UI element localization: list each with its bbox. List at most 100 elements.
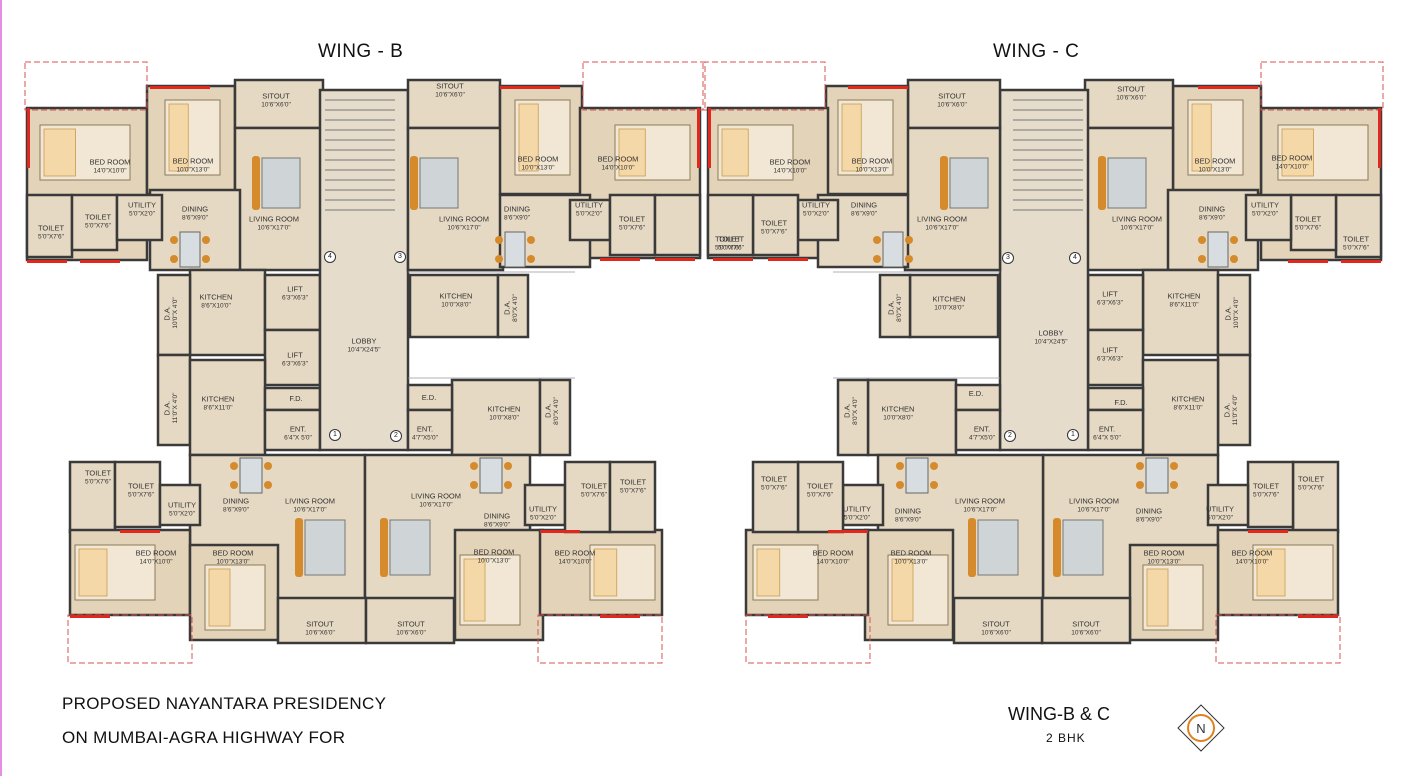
room-dimension: 5'0"X2'0" xyxy=(803,210,829,217)
room-dimension: 14'0"X10'0" xyxy=(601,164,635,171)
room-name: TOILET xyxy=(714,234,742,244)
room-dimension: 6'3"X6'3" xyxy=(282,294,308,301)
room-label-ed: E.D. xyxy=(421,392,437,403)
room-name: KITCHEN xyxy=(1167,291,1201,301)
bed-stripes xyxy=(463,558,486,622)
room-name: LOBBY xyxy=(1038,328,1064,338)
room-dimension: 10'6"X6'0" xyxy=(305,629,335,636)
room-name: D.A. xyxy=(1223,305,1233,321)
coffee-table-icon xyxy=(1107,157,1147,209)
room-dimension: 14'0"X10'0" xyxy=(139,558,173,565)
room-name: E.D. xyxy=(421,392,437,402)
chair-icon xyxy=(527,255,535,263)
window-mark xyxy=(1288,260,1328,263)
room-name: KITCHEN xyxy=(201,394,235,404)
coffee-table-icon xyxy=(949,157,989,209)
toilet-low-4 xyxy=(751,460,800,534)
room-name: BED ROOM xyxy=(1271,153,1313,163)
toilet-1-top xyxy=(25,193,74,259)
room-dimension: 10'0"X13'0" xyxy=(855,166,889,173)
room-name: BED ROOM xyxy=(812,548,854,558)
room-name: TOILET xyxy=(580,481,608,491)
coffee-table-icon xyxy=(304,519,346,576)
room-label-ed: E.D. xyxy=(969,389,984,399)
chair-icon xyxy=(264,481,272,489)
room-name: D.A. xyxy=(842,403,852,419)
coffee-table-icon xyxy=(389,519,431,576)
balcony-outline xyxy=(745,614,871,664)
chair-icon xyxy=(202,255,210,263)
window-mark xyxy=(1378,108,1381,168)
room-dimension: 5'0"X7'6" xyxy=(619,224,645,231)
room-dimension: 8'6"X11'0" xyxy=(203,404,233,411)
room-name: TOILET xyxy=(84,212,112,222)
room-dimension: 5'0"X2'0" xyxy=(530,514,556,521)
room-name: UTILITY xyxy=(802,200,830,210)
chair-icon xyxy=(230,462,238,470)
da-mid xyxy=(156,353,192,447)
room-name: BED ROOM xyxy=(1231,548,1273,558)
room-name: ENT. xyxy=(973,424,991,434)
room-dimension: 10'6"X6'0" xyxy=(261,101,291,108)
room-name: UTILITY xyxy=(1206,504,1234,514)
window-mark xyxy=(697,108,700,168)
room-name: D.A. xyxy=(162,305,172,321)
room-name: LIVING ROOM xyxy=(248,214,300,224)
window-mark xyxy=(768,615,808,618)
bed-stripes xyxy=(168,103,189,172)
wing-summary-label: WING-B & C xyxy=(1008,704,1110,724)
toilet-2-top xyxy=(70,193,119,252)
room-name: DINING xyxy=(181,204,209,214)
room-name: BED ROOM xyxy=(1143,548,1185,558)
stair-number-marker: 3 xyxy=(394,251,406,263)
room-name: BED ROOM xyxy=(135,548,177,558)
room-dimension: 10'6"X6'0" xyxy=(981,629,1011,636)
room-name: UTILITY xyxy=(843,504,871,514)
toilet-low-3 xyxy=(796,460,845,534)
room-dimension: 5'0"X7'6" xyxy=(85,222,111,229)
chair-icon xyxy=(905,255,913,263)
stair-number-marker: 2 xyxy=(1004,430,1016,442)
da-mid xyxy=(1216,353,1252,447)
dining-table-icon xyxy=(479,457,503,494)
window-mark xyxy=(120,530,160,533)
stair-number-marker: 1 xyxy=(329,429,341,441)
window-mark xyxy=(80,260,120,263)
room-dimension: 11'0"X 4'0" xyxy=(1232,394,1239,426)
dining-table-icon xyxy=(905,457,929,494)
room-name: TOILET xyxy=(717,234,745,244)
chair-icon xyxy=(930,462,938,470)
room-name: DINING xyxy=(503,204,531,214)
bed-stripes xyxy=(208,568,231,627)
toilet-low-2 xyxy=(1246,460,1295,529)
sofa-icon xyxy=(252,156,260,210)
window-mark xyxy=(600,615,640,618)
sitout-top-2 xyxy=(906,78,1002,130)
room-dimension: 5'0"X7'6" xyxy=(1343,244,1369,251)
sofa-icon xyxy=(410,156,418,210)
room-name: SITOUT xyxy=(397,619,425,629)
room-name: TOILET xyxy=(760,474,788,484)
project-caption-line2: ON MUMBAI-AGRA HIGHWAY FOR xyxy=(62,728,346,747)
